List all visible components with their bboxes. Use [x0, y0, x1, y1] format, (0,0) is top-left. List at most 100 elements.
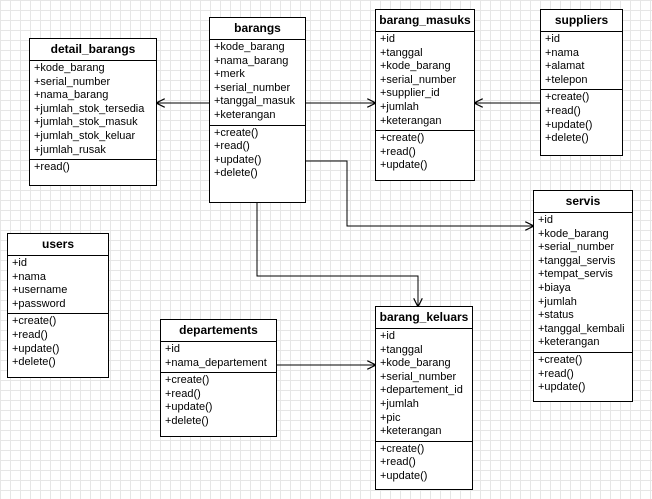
method: +read() [214, 140, 250, 153]
attribute: +jumlah_stok_masuk [34, 116, 138, 129]
method: +read() [545, 104, 581, 117]
attribute: +departement_id [380, 384, 463, 397]
attributes-section: +id+nama+username+password [8, 256, 108, 313]
attribute: +alamat [545, 60, 585, 73]
class-title: barang_masuks [376, 10, 474, 32]
attribute: +jumlah_rusak [34, 143, 106, 156]
attribute: +id [165, 343, 180, 355]
class-title: departements [161, 320, 276, 342]
method: +update() [12, 342, 60, 355]
attribute: +id [380, 33, 395, 45]
attribute: +telepon [545, 73, 588, 86]
attribute: +tanggal_servis [538, 254, 616, 267]
attribute: +keterangan [380, 114, 442, 127]
methods-section: +create()+read()+update() [376, 440, 472, 486]
class-title: barangs [210, 18, 305, 40]
attribute: +id [380, 330, 395, 342]
attribute: +serial_number [214, 81, 291, 94]
attribute: +kode_barang [34, 62, 105, 74]
method: +create() [538, 353, 583, 366]
method: +delete() [545, 132, 589, 145]
attribute: +tanggal [380, 343, 423, 356]
class-title: suppliers [541, 10, 622, 32]
attribute: +tanggal [380, 46, 423, 59]
attribute: +username [12, 284, 68, 297]
attribute: +keterangan [214, 108, 276, 121]
method: +create() [380, 132, 425, 145]
methods-section: +create()+read()+update() [376, 130, 474, 175]
method: +update() [380, 159, 428, 172]
class-title: servis [534, 191, 632, 213]
attribute: +jumlah_stok_tersedia [34, 102, 145, 115]
attribute: +kode_barang [380, 60, 451, 73]
attribute: +nama [545, 46, 579, 59]
attribute: +biaya [538, 281, 571, 294]
class-suppliers[interactable]: suppliers +id+nama+alamat+telepon +creat… [540, 9, 623, 156]
method: +update() [380, 469, 428, 482]
attribute: +supplier_id [380, 87, 440, 100]
attribute: +serial_number [380, 370, 457, 383]
class-title: detail_barangs [30, 39, 156, 61]
method: +delete() [214, 167, 258, 180]
method: +create() [12, 315, 57, 328]
attributes-section: +id+nama_departement [161, 342, 276, 372]
method: +create() [545, 91, 590, 104]
class-title: users [8, 234, 108, 256]
class-servis[interactable]: servis +id+kode_barang+serial_number+tan… [533, 190, 633, 402]
class-barang-keluars[interactable]: barang_keluars +id+tanggal+kode_barang+s… [375, 306, 473, 490]
methods-section: +create()+read()+update()+delete() [8, 313, 108, 371]
method: +update() [165, 401, 213, 414]
methods-section: +read() [30, 159, 156, 177]
attribute: +keterangan [538, 336, 600, 349]
attribute: +pic [380, 411, 401, 424]
method: +read() [380, 456, 416, 469]
method: +read() [538, 367, 574, 380]
class-departements[interactable]: departements +id+nama_departement +creat… [160, 319, 277, 437]
method: +read() [380, 145, 416, 158]
attributes-section: +id+kode_barang+serial_number+tanggal_se… [534, 213, 632, 352]
attribute: +tempat_servis [538, 268, 613, 281]
edge-barangs-servis [305, 160, 533, 226]
attribute: +id [545, 33, 560, 45]
method: +update() [214, 153, 262, 166]
attribute: +id [12, 257, 27, 269]
method: +update() [538, 381, 586, 394]
attribute: +tanggal_masuk [214, 95, 296, 108]
attributes-section: +id+nama+alamat+telepon [541, 32, 622, 89]
attribute: +kode_barang [214, 41, 285, 53]
methods-section: +create()+read()+update()+delete() [541, 89, 622, 147]
attributes-section: +id+tanggal+kode_barang+serial_number+su… [376, 32, 474, 130]
method: +read() [34, 161, 70, 174]
method: +create() [380, 442, 425, 455]
attribute: +serial_number [380, 73, 457, 86]
attribute: +kode_barang [380, 357, 451, 370]
attribute: +nama_departement [165, 356, 267, 369]
methods-section: +create()+read()+update() [534, 351, 632, 397]
class-detail-barangs[interactable]: detail_barangs +kode_barang+serial_numbe… [29, 38, 157, 186]
method: +update() [545, 118, 593, 131]
method: +read() [12, 328, 48, 341]
attributes-section: +kode_barang+nama_barang+merk+serial_num… [210, 40, 305, 125]
attributes-section: +kode_barang+serial_number+nama_barang+j… [30, 61, 156, 159]
attribute: +jumlah_stok_keluar [34, 129, 136, 142]
method: +delete() [12, 356, 56, 369]
attribute: +tanggal_kembali [538, 322, 625, 335]
class-title: barang_keluars [376, 307, 472, 329]
method: +create() [165, 374, 210, 387]
method: +read() [165, 387, 201, 400]
edge-barangs-barang_keluars [256, 203, 418, 306]
attribute: +password [12, 297, 66, 310]
attribute: +serial_number [34, 75, 111, 88]
class-barang-masuks[interactable]: barang_masuks +id+tanggal+kode_barang+se… [375, 9, 475, 181]
attribute: +jumlah [380, 397, 419, 410]
attribute: +status [538, 309, 574, 322]
attribute: +jumlah [380, 100, 419, 113]
attribute: +jumlah [538, 295, 577, 308]
attribute: +kode_barang [538, 227, 609, 240]
method: +create() [214, 126, 259, 139]
attribute: +id [538, 214, 553, 226]
class-barangs[interactable]: barangs +kode_barang+nama_barang+merk+se… [209, 17, 306, 203]
methods-section: +create()+read()+update()+delete() [161, 372, 276, 430]
class-users[interactable]: users +id+nama+username+password +create… [7, 233, 109, 378]
